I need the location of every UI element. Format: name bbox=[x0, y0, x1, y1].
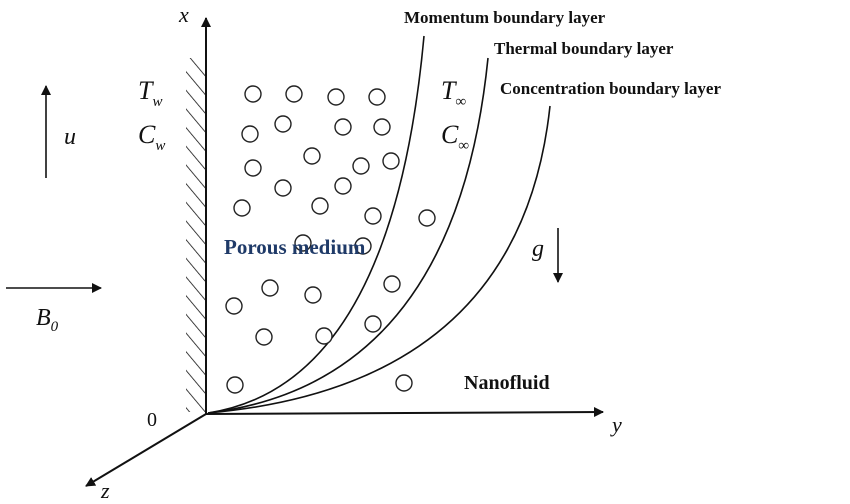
y-axis-label: y bbox=[610, 412, 622, 437]
particle bbox=[261, 279, 279, 297]
concentration-layer-label: Concentration boundary layer bbox=[500, 79, 721, 98]
particle bbox=[303, 147, 321, 165]
porous-medium-label: Porous medium bbox=[224, 235, 366, 259]
magnetic-field-sub: 0 bbox=[51, 319, 59, 335]
nanofluid-label: Nanofluid bbox=[464, 372, 550, 394]
wall-hatching bbox=[186, 58, 206, 412]
particle bbox=[334, 177, 352, 195]
magnetic-field-base: B bbox=[36, 305, 51, 331]
particle bbox=[382, 152, 400, 170]
wall-temperature-sub: w bbox=[152, 94, 162, 110]
z-axis bbox=[85, 413, 207, 487]
particle bbox=[255, 328, 273, 346]
magnetic-field-label: B0 bbox=[36, 305, 59, 335]
particle bbox=[285, 85, 303, 103]
velocity-label: u bbox=[64, 124, 76, 150]
y-axis bbox=[205, 407, 604, 418]
wall-concentration-label: Cw bbox=[138, 120, 165, 154]
gravity-label: g bbox=[532, 236, 544, 262]
ambient-concentration-sub: ∞ bbox=[458, 138, 469, 154]
particle bbox=[225, 297, 243, 315]
particle bbox=[327, 88, 345, 106]
particle bbox=[364, 207, 382, 225]
ambient-temperature-base: T bbox=[441, 76, 457, 105]
particle bbox=[241, 125, 259, 143]
particle bbox=[395, 374, 413, 392]
ambient-temperature-sub: ∞ bbox=[455, 94, 466, 110]
particle bbox=[352, 157, 370, 175]
particle bbox=[304, 286, 322, 304]
momentum-layer-label: Momentum boundary layer bbox=[404, 8, 606, 27]
ambient-temperature-label: T∞ bbox=[441, 76, 466, 110]
particle bbox=[226, 376, 244, 394]
particle bbox=[274, 115, 292, 133]
particle bbox=[274, 179, 292, 197]
particle bbox=[244, 85, 262, 103]
ambient-concentration-label: C∞ bbox=[441, 120, 469, 154]
wall-temperature-base: T bbox=[138, 76, 154, 105]
particle bbox=[244, 159, 262, 177]
ambient-concentration-base: C bbox=[441, 120, 459, 149]
particles bbox=[225, 85, 436, 394]
particle bbox=[364, 315, 382, 333]
x-axis-label: x bbox=[178, 2, 189, 27]
momentum-boundary-curve bbox=[207, 35, 425, 414]
origin-label: 0 bbox=[147, 409, 157, 431]
wall-concentration-sub: w bbox=[155, 138, 165, 154]
wall-temperature-label: Tw bbox=[138, 76, 162, 110]
concentration-boundary-curve bbox=[207, 105, 551, 414]
particle bbox=[368, 88, 386, 106]
particle bbox=[383, 275, 401, 293]
z-axis-label: z bbox=[100, 478, 110, 503]
thermal-boundary-curve bbox=[207, 57, 489, 414]
particle bbox=[311, 197, 329, 215]
wall-concentration-base: C bbox=[138, 120, 156, 149]
particle bbox=[294, 234, 312, 252]
particle bbox=[373, 118, 391, 136]
particle bbox=[233, 199, 251, 217]
particle bbox=[354, 237, 372, 255]
particle bbox=[418, 209, 436, 227]
particle bbox=[315, 327, 333, 345]
thermal-layer-label: Thermal boundary layer bbox=[494, 39, 674, 58]
particle bbox=[334, 118, 352, 136]
